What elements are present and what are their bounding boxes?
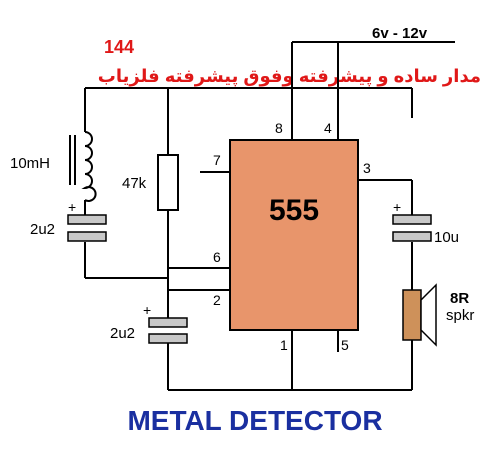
cap-bottom-label: 2u2 [110,325,135,342]
pin-3-label: 3 [363,160,371,176]
speaker-icon [402,283,437,347]
cap-output-label: 10u [434,229,459,246]
circuit-number: 144 [104,37,134,57]
pin-8-label: 8 [275,120,283,136]
pin-7-label: 7 [213,152,221,168]
pin-4-label: 4 [324,120,332,136]
wiring [84,41,455,391]
capacitor-2u2-top [67,214,107,242]
footer-title: METAL DETECTOR [127,405,382,436]
resistor-label: 47k [122,175,147,192]
capacitor-2u2-bottom [148,317,188,344]
supply-label: 6v - 12v [372,25,428,42]
cap-output-plus: + [393,199,401,215]
cap-top-plus: + [68,199,76,215]
inductor-10mh [69,131,97,202]
pin-2-label: 2 [213,292,221,308]
pin-1-label: 1 [280,337,288,353]
pin-5-label: 5 [341,337,349,353]
resistor-47k [157,154,179,211]
speaker-ohms-label: 8R [450,290,469,307]
circuit-subtitle: مدار ساده و پیشرفته وفوق پیشرفته فلزیاب [98,66,481,87]
cap-bottom-plus: + [143,302,151,318]
ic-555 [229,139,359,331]
speaker-name-label: spkr [446,307,474,324]
pin-6-label: 6 [213,249,221,265]
ic-label: 555 [269,194,319,227]
inductor-label: 10mH [10,155,50,172]
cap-top-label: 2u2 [30,221,55,238]
capacitor-10u [392,214,432,242]
